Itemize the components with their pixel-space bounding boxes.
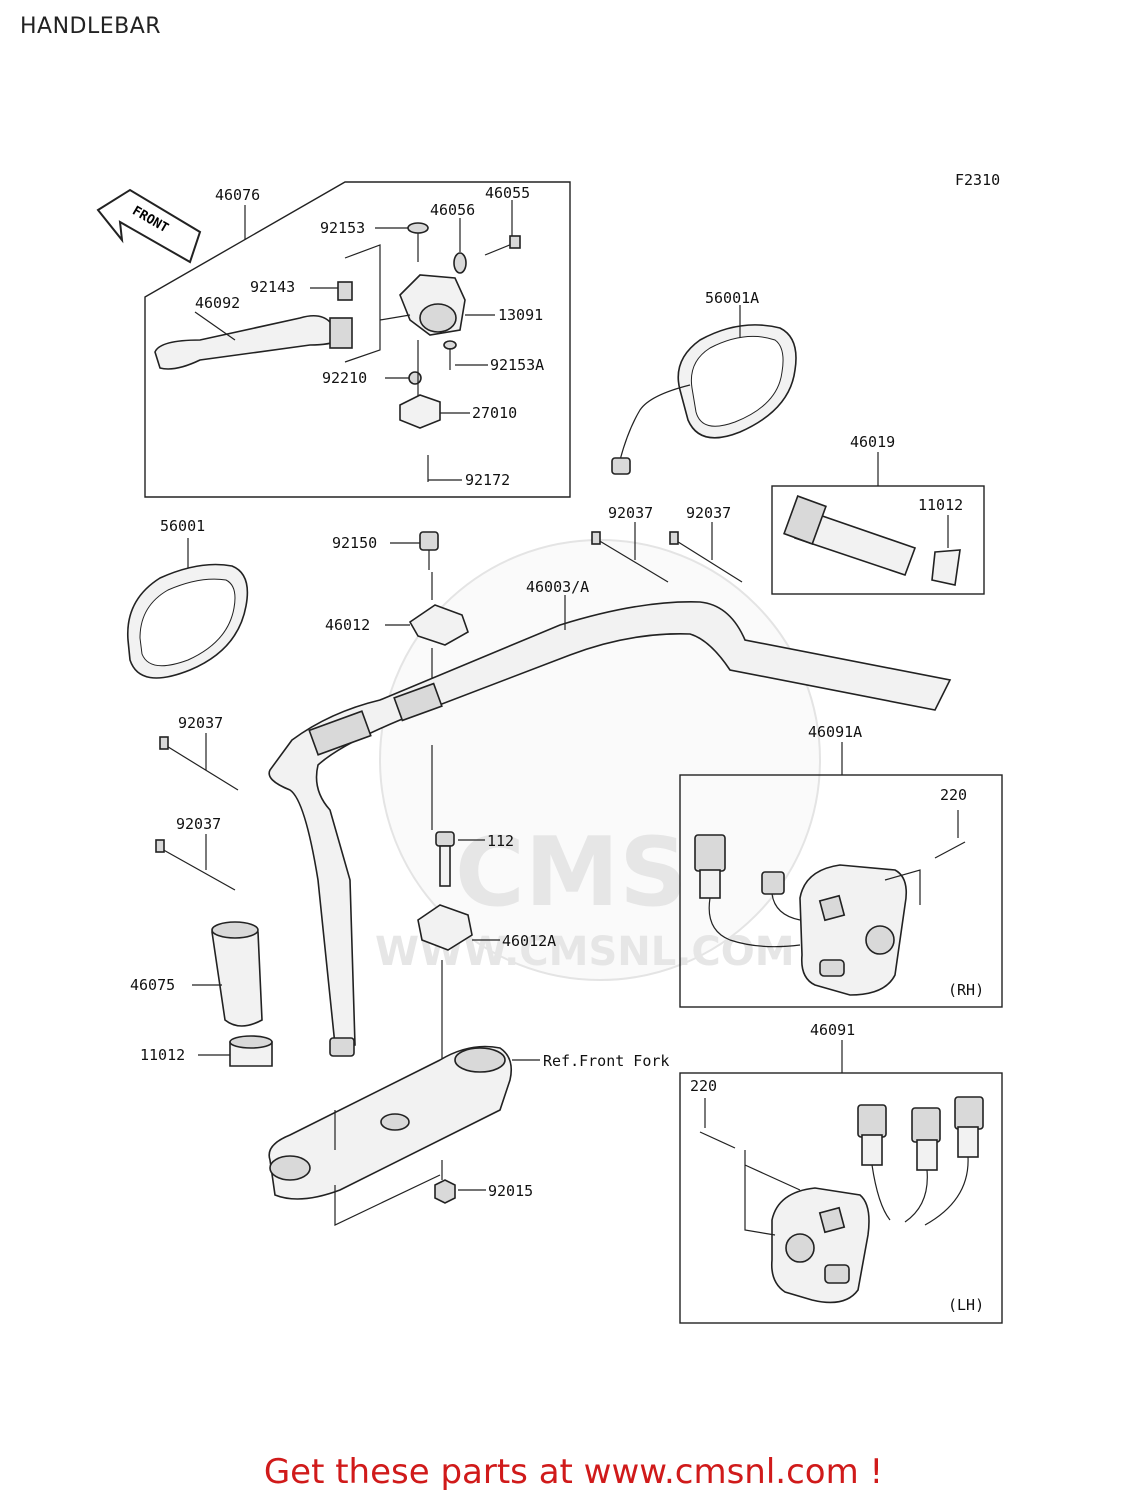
label-46003A: 46003/A	[526, 578, 589, 596]
screw-220-lh	[699, 1131, 736, 1149]
plug-11012-left	[229, 1035, 273, 1067]
label-13091: 13091	[498, 306, 543, 324]
label-92143: 92143	[250, 278, 295, 296]
bolt-112	[435, 831, 455, 887]
switch-housing-lh	[770, 1096, 984, 1304]
pin-92037-d	[155, 839, 236, 891]
clamp-46012	[408, 604, 469, 646]
label-56001A: 56001A	[705, 289, 759, 307]
label-46012: 46012	[325, 616, 370, 634]
label-92015: 92015	[488, 1182, 533, 1200]
mirror-left	[127, 563, 249, 679]
handlebar	[268, 601, 952, 1057]
label-46012A: 46012A	[502, 932, 556, 950]
nut-92015	[434, 1179, 456, 1204]
bolt-92153A	[443, 340, 457, 370]
label-92037-b: 92037	[686, 504, 731, 522]
label-46055: 46055	[485, 184, 530, 202]
front-arrow-icon: FRONT	[96, 188, 202, 264]
label-27010: 27010	[472, 404, 517, 422]
label-46076: 46076	[215, 186, 260, 204]
lever-holder	[379, 274, 466, 336]
fork-bracket	[268, 1045, 513, 1200]
label-ref-front-fork: Ref.Front Fork	[543, 1052, 669, 1070]
pin-92143	[337, 281, 353, 301]
mirror-right	[611, 324, 797, 475]
label-46019: 46019	[850, 433, 895, 451]
label-92037-d: 92037	[176, 815, 221, 833]
label-lh: (LH)	[948, 1296, 984, 1314]
label-11012-right: 11012	[918, 496, 963, 514]
label-92150: 92150	[332, 534, 377, 552]
label-112: 112	[487, 832, 514, 850]
label-92210: 92210	[322, 369, 367, 387]
switch-lh-frame	[679, 1072, 1003, 1324]
bolt-92150	[419, 531, 439, 570]
page-title: HANDLEBAR	[20, 14, 162, 39]
label-220-rh: 220	[940, 786, 967, 804]
lever-assembly-frame	[144, 181, 571, 498]
bolt-92153	[407, 222, 429, 262]
screw-46055	[484, 235, 521, 256]
pin-92037-b	[669, 531, 743, 583]
footer-promo[interactable]: Get these parts at www.cmsnl.com !	[263, 1452, 884, 1492]
clamp-46012A	[417, 904, 473, 951]
label-92172: 92172	[465, 471, 510, 489]
label-92037-c: 92037	[178, 714, 223, 732]
switch-27010	[399, 394, 441, 429]
label-11012-left: 11012	[140, 1046, 185, 1064]
figure-code: F2310	[955, 171, 1000, 189]
clutch-lever	[154, 314, 353, 370]
grip-left	[211, 921, 263, 1027]
parts-diagram: CMS WWW.CMSNL.COM F2310 FRONT 46076 4609…	[96, 171, 1003, 1324]
switch-rh-frame	[679, 774, 1003, 1008]
label-46091: 46091	[810, 1021, 855, 1039]
label-46092: 46092	[195, 294, 240, 312]
washer-46056	[453, 252, 467, 274]
label-92153: 92153	[320, 219, 365, 237]
nut-92210	[408, 371, 422, 385]
pin-92037-a	[591, 531, 669, 583]
label-220-lh: 220	[690, 1077, 717, 1095]
grip-right	[783, 495, 961, 586]
label-46091A: 46091A	[808, 723, 862, 741]
label-92037-a: 92037	[608, 504, 653, 522]
switch-housing-rh	[694, 834, 908, 996]
label-46075: 46075	[130, 976, 175, 994]
label-rh: (RH)	[948, 981, 984, 999]
screw-220-rh	[934, 841, 966, 859]
label-92153A: 92153A	[490, 356, 544, 374]
label-56001: 56001	[160, 517, 205, 535]
watermark-logo: CMS	[455, 818, 688, 928]
pin-92037-c	[159, 736, 239, 791]
label-46056: 46056	[430, 201, 475, 219]
